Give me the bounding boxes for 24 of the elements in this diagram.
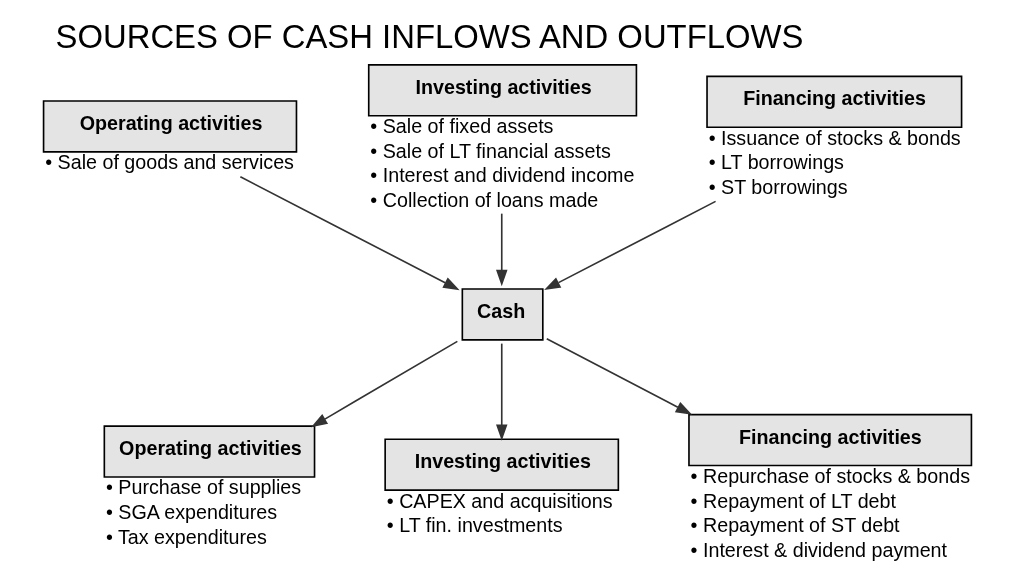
arrow bbox=[495, 212, 507, 287]
arrow bbox=[545, 337, 692, 415]
node-label: • Interest & dividend payment bbox=[690, 538, 947, 561]
node-label: • Collection of loans made bbox=[369, 189, 598, 212]
arrow bbox=[543, 200, 716, 291]
diagram-title: SOURCES OF CASH INFLOWS AND OUTFLOWS bbox=[55, 17, 803, 55]
arrow bbox=[495, 342, 507, 441]
node-label: • Sale of LT financial assets bbox=[369, 139, 611, 162]
node-label: • Repayment of ST debt bbox=[690, 514, 900, 537]
node-label: • Sale of fixed assets bbox=[369, 115, 553, 138]
arrow bbox=[239, 175, 460, 291]
node-label: • ST borrowings bbox=[708, 175, 848, 198]
node-label: • LT borrowings bbox=[708, 151, 844, 174]
arrow bbox=[310, 340, 458, 428]
node-label: • Purchase of supplies bbox=[105, 476, 301, 499]
node-label: • Repurchase of stocks & bonds bbox=[690, 464, 970, 487]
node-label: • LT fin. investments bbox=[386, 514, 563, 537]
node-label: • Repayment of LT debt bbox=[690, 489, 896, 512]
node-label: • Sale of goods and services bbox=[44, 151, 294, 174]
node-label: • Interest and dividend income bbox=[369, 164, 634, 187]
node-label: • SGA expenditures bbox=[105, 501, 277, 524]
node-label: • Issuance of stocks & bonds bbox=[708, 126, 961, 149]
node-label: • CAPEX and acquisitions bbox=[386, 489, 613, 512]
node-label: • Tax expenditures bbox=[105, 525, 267, 548]
